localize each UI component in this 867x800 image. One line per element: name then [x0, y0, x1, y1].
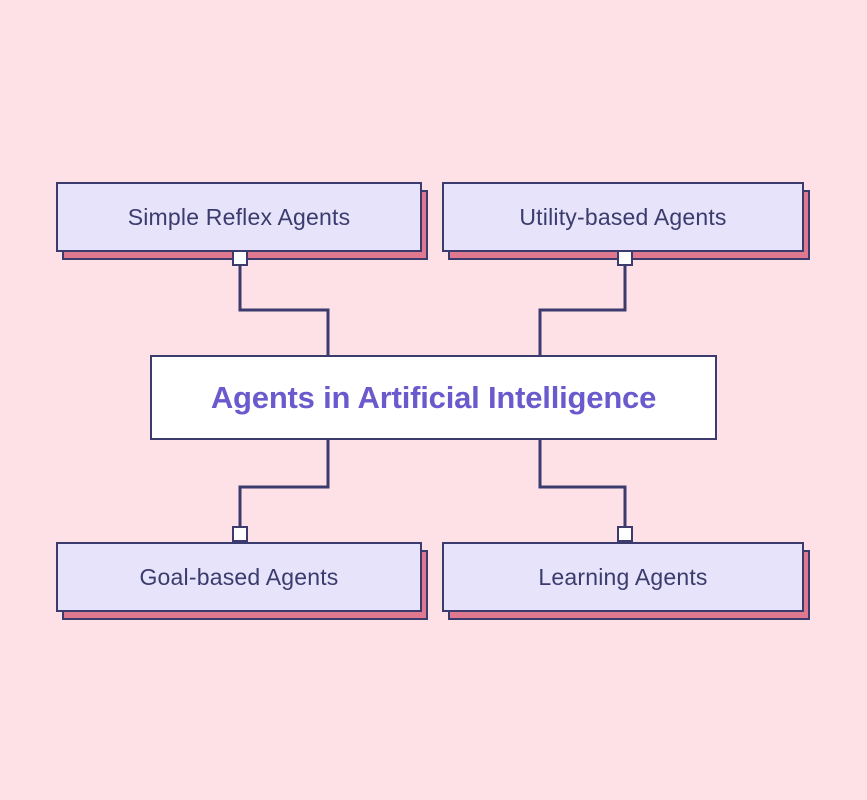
connector-handle-simple-reflex[interactable] — [232, 250, 248, 266]
connector-handle-utility-based[interactable] — [617, 250, 633, 266]
connector-center-to-goal-based — [238, 439, 330, 535]
node-face — [442, 182, 804, 252]
center-node-agents-in-ai[interactable]: Agents in Artificial Intelligence — [150, 355, 717, 440]
center-node-label: Agents in Artificial Intelligence — [210, 379, 657, 415]
node-label: Utility-based Agents — [519, 203, 727, 230]
node-label: Simple Reflex Agents — [127, 203, 351, 230]
connector-utility-based-to-center — [538, 258, 627, 356]
node-simple-reflex-agents[interactable]: Simple Reflex Agents — [56, 182, 428, 260]
node-face — [56, 542, 422, 612]
node-label: Goal-based Agents — [139, 563, 339, 590]
node-goal-based-agents[interactable]: Goal-based Agents — [56, 542, 428, 620]
connector-center-to-learning — [538, 439, 627, 535]
node-utility-based-agents[interactable]: Utility-based Agents — [442, 182, 810, 260]
connector-simple-reflex-to-center — [238, 258, 330, 356]
node-face — [442, 542, 804, 612]
connector-handle-goal-based[interactable] — [232, 526, 248, 542]
connector-handle-learning[interactable] — [617, 526, 633, 542]
node-learning-agents[interactable]: Learning Agents — [442, 542, 810, 620]
node-label: Learning Agents — [538, 563, 708, 590]
node-face — [56, 182, 422, 252]
